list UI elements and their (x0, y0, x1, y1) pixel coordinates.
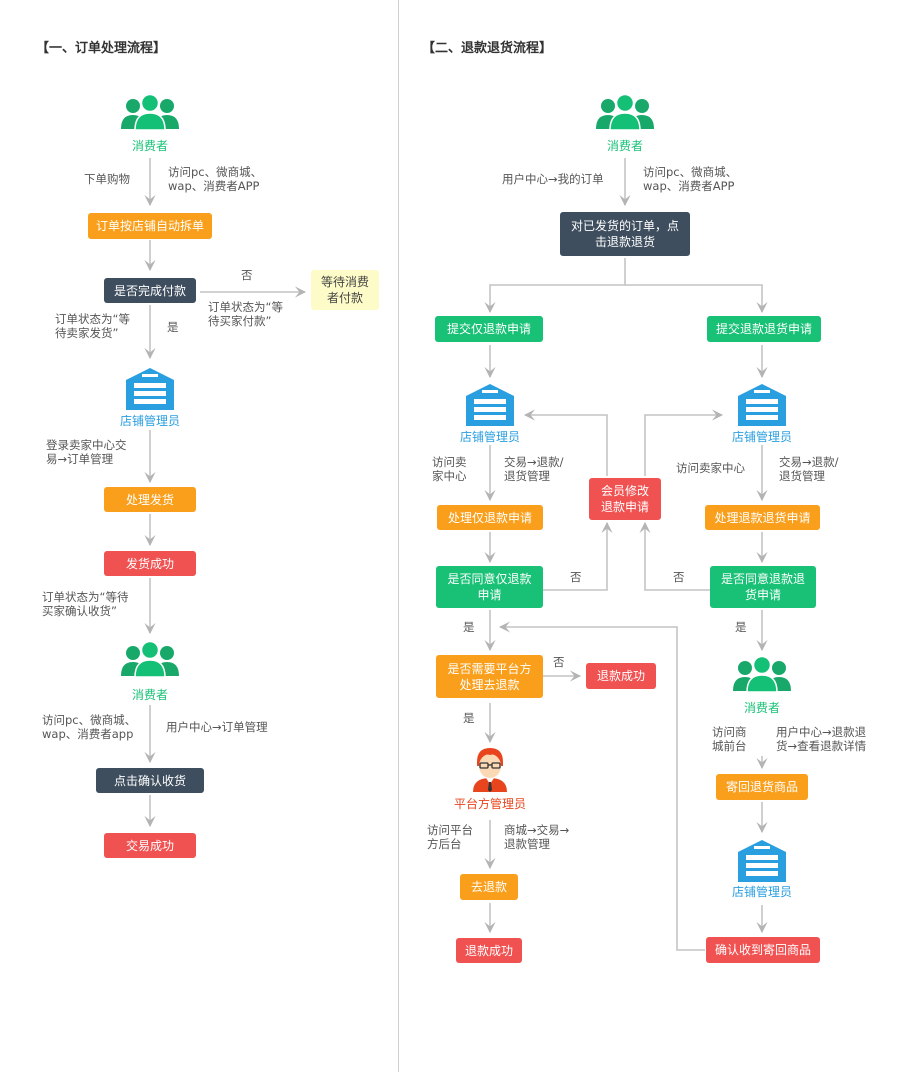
note-seller-login: 登录卖家中心交 易→订单管理 (46, 438, 127, 466)
store-admin-label: 店铺管理员 (459, 430, 521, 444)
note-user-my-orders: 用户中心→我的订单 (502, 172, 604, 186)
note-visit-channels: 访问pc、微商城、 wap、消费者app (42, 713, 137, 741)
status-wait-buyer-pay-note: 订单状态为“等 待买家付款” (208, 300, 283, 328)
column-divider (398, 0, 399, 1072)
store-icon (738, 384, 786, 426)
order-flow-title: 【一、订单处理流程】 (36, 41, 167, 56)
no-label: 否 (673, 570, 685, 584)
trade-success-box: 交易成功 (104, 833, 196, 858)
confirm-received-goods-box: 确认收到寄回商品 (706, 937, 820, 963)
handle-refund-return-box: 处理退款退货申请 (705, 505, 820, 530)
consumer-group-icon (121, 93, 179, 131)
wait-payment-box: 等待消费 者付款 (311, 270, 379, 310)
consumer-label: 消费者 (131, 139, 169, 153)
note-visit-mall-frontend: 访问商 城前台 (712, 725, 747, 753)
note-visit-seller-center: 访问卖家中心 (676, 461, 745, 475)
note-user-center-orders: 用户中心→订单管理 (166, 720, 268, 734)
refund-success-box: 退款成功 (586, 663, 656, 689)
platform-admin-icon (473, 748, 507, 792)
consumer-group-icon (733, 655, 791, 693)
store-admin-label: 店铺管理员 (119, 414, 181, 428)
note-visit-seller-center: 访问卖 家中心 (432, 455, 467, 483)
confirm-receipt-box: 点击确认收货 (96, 768, 204, 793)
refund-flow-title: 【二、退款退货流程】 (422, 41, 553, 56)
split-order-box: 订单按店铺自动拆单 (88, 213, 212, 239)
shipped-order-refund-box: 对已发货的订单，点 击退款退货 (560, 212, 690, 256)
yes-label: 是 (735, 620, 747, 634)
yes-label: 是 (463, 620, 475, 634)
no-label: 否 (241, 268, 253, 282)
consumer-label: 消费者 (743, 701, 781, 715)
no-label: 否 (553, 655, 565, 669)
store-admin-label: 店铺管理员 (731, 885, 793, 899)
store-admin-label: 店铺管理员 (731, 430, 793, 444)
store-icon (466, 384, 514, 426)
shipping-success-box: 发货成功 (104, 551, 196, 576)
note-visit-channels: 访问pc、微商城、 wap、消费者APP (168, 165, 263, 193)
store-icon (738, 840, 786, 882)
yes-label: 是 (167, 320, 179, 334)
handle-refund-only-box: 处理仅退款申请 (437, 505, 543, 530)
send-back-goods-box: 寄回退货商品 (716, 774, 808, 800)
note-place-order: 下单购物 (84, 172, 130, 186)
yes-label: 是 (463, 711, 475, 725)
agree-refund-return-box: 是否同意退款退 货申请 (710, 566, 816, 608)
note-trade-refund-management: 交易→退款/ 退货管理 (504, 455, 564, 483)
platform-admin-label: 平台方管理员 (453, 797, 527, 811)
status-wait-confirm-note: 订单状态为“等待 买家确认收货” (42, 590, 129, 618)
consumer-group-icon (596, 93, 654, 131)
process-shipping-box: 处理发货 (104, 487, 196, 512)
submit-refund-only-box: 提交仅退款申请 (435, 316, 543, 342)
no-label: 否 (570, 570, 582, 584)
consumer-group-icon (121, 640, 179, 678)
payment-check-box: 是否完成付款 (104, 278, 196, 303)
member-modify-refund-box: 会员修改 退款申请 (589, 478, 661, 520)
note-mall-trade-refund: 商城→交易→ 退款管理 (504, 823, 570, 851)
note-user-refund-details: 用户中心→退款退 货→查看退款详情 (776, 725, 867, 753)
store-icon (126, 368, 174, 410)
status-wait-seller-ship-note: 订单状态为“等 待卖家发货” (55, 312, 130, 340)
note-visit-platform-backend: 访问平台 方后台 (427, 823, 473, 851)
consumer-label: 消费者 (606, 139, 644, 153)
refund-success-box: 退款成功 (456, 938, 522, 963)
need-platform-refund-box: 是否需要平台方 处理去退款 (436, 655, 543, 698)
go-refund-box: 去退款 (460, 874, 518, 900)
submit-refund-return-box: 提交退款退货申请 (707, 316, 821, 342)
agree-refund-only-box: 是否同意仅退款 申请 (436, 566, 543, 608)
note-visit-channels: 访问pc、微商城、 wap、消费者APP (643, 165, 738, 193)
consumer-label: 消费者 (131, 688, 169, 702)
note-trade-refund-management: 交易→退款/ 退货管理 (779, 455, 839, 483)
